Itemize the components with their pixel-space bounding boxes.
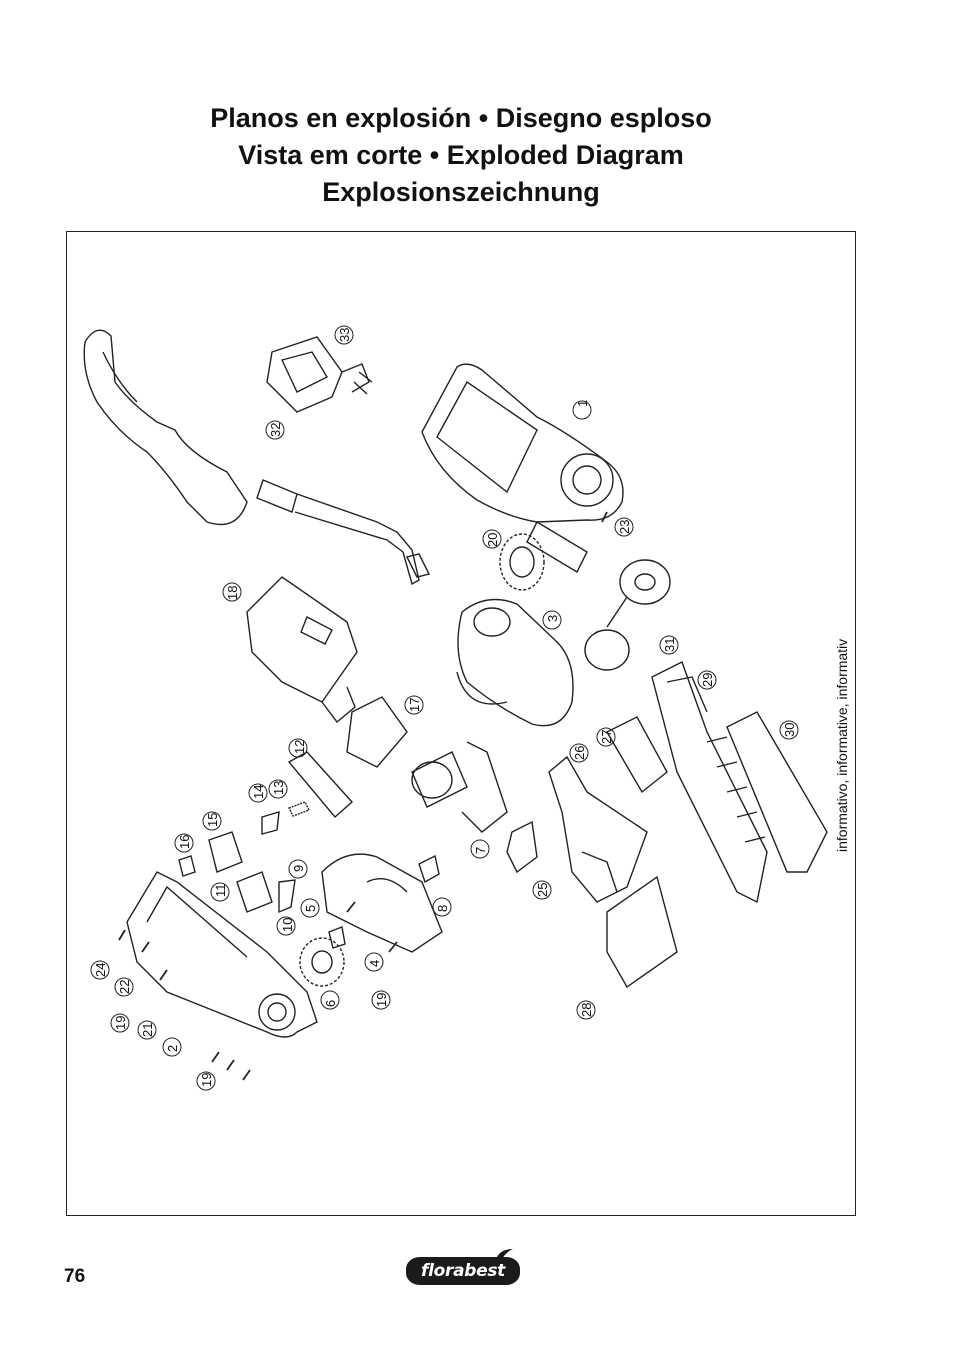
part-26-blade-plate [548, 755, 648, 903]
screws [118, 511, 608, 1081]
label-part-21: 21 [140, 1023, 155, 1037]
part-10-9-lever [278, 879, 296, 914]
label-part-22: 22 [117, 980, 132, 994]
part-7-motor [411, 741, 508, 833]
label-part-27: 27 [599, 730, 614, 744]
part-12-switch [287, 751, 353, 819]
label-part-23: 23 [617, 520, 632, 534]
logo-text: florabest [406, 1257, 520, 1285]
part-8 [418, 854, 440, 884]
label-part-30: 30 [782, 723, 797, 737]
part-31-knob [584, 559, 671, 671]
part-18-battery [246, 576, 358, 724]
part-4-housing [321, 853, 443, 953]
label-part-19-bottom: 19 [199, 1073, 214, 1087]
label-part-18: 18 [225, 586, 240, 600]
part-25 [506, 820, 538, 874]
part-6-gear [299, 937, 345, 987]
label-part-11: 11 [213, 884, 228, 898]
label-part-2: 2 [165, 1045, 180, 1052]
part-20-gear [499, 533, 545, 591]
label-part-8: 8 [435, 905, 450, 912]
label-part-15: 15 [205, 813, 220, 827]
part-5 [328, 926, 346, 949]
title-line-3: Explosionszeichnung [322, 177, 600, 207]
part-13-spring [288, 801, 310, 817]
label-part-33: 33 [337, 328, 352, 342]
title-line-2: Vista em corte • Exploded Diagram [238, 140, 684, 170]
exploded-diagram-frame: 1 2 3 4 5 6 7 8 9 10 11 12 13 14 15 16 1… [66, 231, 856, 1216]
part-15 [208, 831, 243, 873]
label-part-16: 16 [177, 835, 192, 849]
label-part-25: 25 [535, 883, 550, 897]
part-32-handle [83, 329, 431, 586]
label-part-13: 13 [271, 781, 286, 795]
label-part-20: 20 [485, 533, 500, 547]
part-2-lower-housing [126, 871, 318, 1038]
part-14-button [261, 811, 280, 835]
label-part-5: 5 [303, 905, 318, 912]
label-part-31: 31 [662, 638, 677, 652]
part-3-gear-housing [456, 598, 574, 727]
page-number: 76 [64, 1266, 86, 1287]
label-part-32: 32 [268, 423, 283, 437]
label-part-4: 4 [367, 960, 382, 967]
title-line-1: Planos en explosión • Disegno esploso [210, 103, 712, 133]
part-30-blade-guard [726, 711, 828, 873]
part-1-housing [421, 363, 624, 573]
label-part-10: 10 [280, 918, 295, 932]
label-part-19-right: 19 [374, 993, 389, 1007]
label-part-6: 6 [323, 1000, 338, 1007]
part-33-charger [266, 336, 373, 413]
label-part-24: 24 [93, 963, 108, 977]
label-part-7: 7 [473, 847, 488, 854]
callout-labels: 1 2 3 4 5 6 7 8 9 10 11 12 13 14 15 16 1… [93, 328, 797, 1087]
page-title: Planos en explosión • Disegno esploso Vi… [0, 100, 922, 211]
exploded-diagram: 1 2 3 4 5 6 7 8 9 10 11 12 13 14 15 16 1… [83, 325, 850, 1091]
label-part-29: 29 [700, 673, 715, 687]
callout-circles [90, 325, 799, 1091]
label-part-19-left: 19 [113, 1016, 128, 1030]
label-part-26: 26 [572, 746, 587, 760]
label-part-12: 12 [292, 740, 307, 754]
label-part-1: 1 [575, 400, 590, 407]
part-28-cover [606, 875, 678, 989]
side-note: informativo, informative, informativ [834, 639, 850, 852]
label-part-9: 9 [291, 865, 306, 872]
label-part-14: 14 [251, 785, 266, 799]
part-16 [178, 855, 196, 877]
part-11 [236, 871, 273, 913]
part-27-plate [606, 716, 668, 794]
label-part-28: 28 [579, 1003, 594, 1017]
part-29-blade [651, 661, 768, 904]
label-part-3: 3 [545, 615, 560, 622]
label-part-17: 17 [407, 698, 422, 712]
part-17 [346, 696, 408, 768]
leaf-icon [496, 1249, 513, 1259]
brand-logo: florabest [406, 1248, 520, 1288]
